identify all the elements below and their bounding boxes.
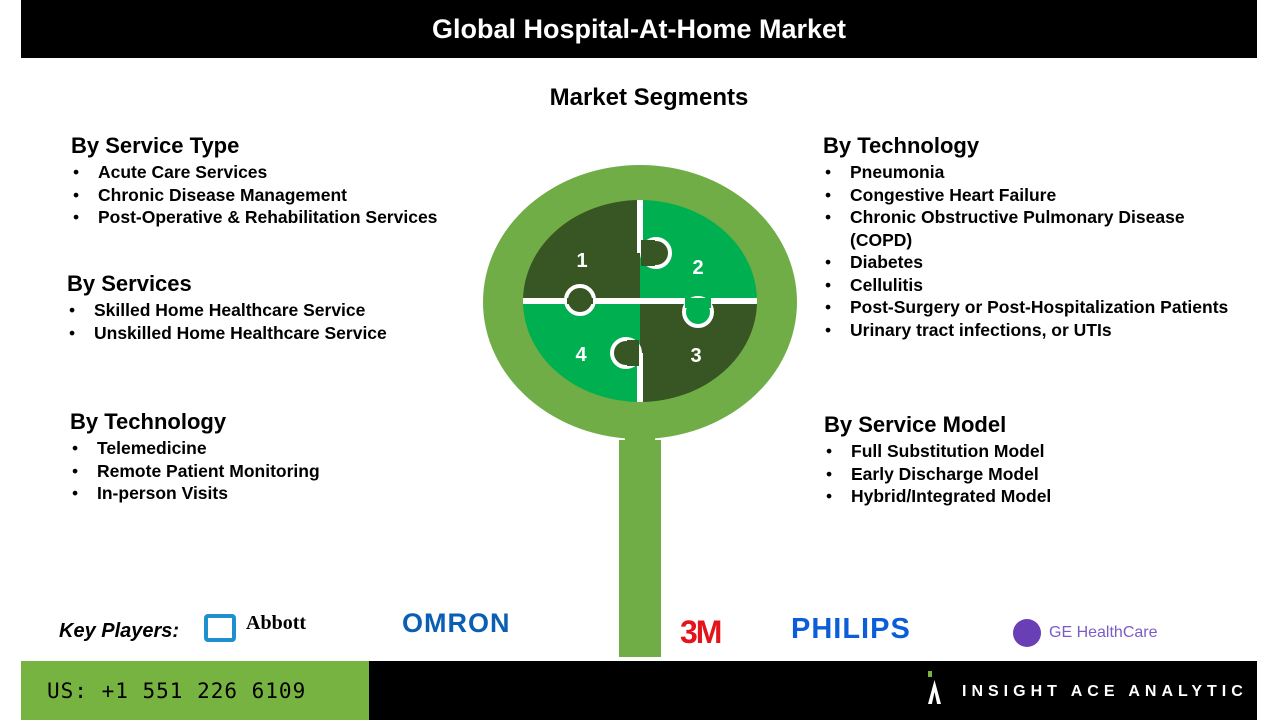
footer-brand-panel [369,661,1257,720]
subtitle: Market Segments [549,84,749,111]
list-item: In-person Visits [70,482,320,505]
magnifier-handle [619,440,661,657]
segment-service-type: By Service Type Acute Care ServicesChron… [71,133,437,229]
list-item: Diabetes [823,251,1263,274]
segment-heading: By Technology [70,409,227,434]
logo-3m: 3M [680,614,722,650]
logo-philips: PHILIPS [791,613,911,645]
list-item: Hybrid/Integrated Model [824,485,1051,508]
list-item: Remote Patient Monitoring [70,460,320,483]
list-item: Early Discharge Model [824,463,1051,486]
segment-technology-right: By Technology PneumoniaCongestive Heart … [823,133,1263,341]
list-item: Post-Operative & Rehabilitation Services [71,206,437,229]
segment-technology-left: By Technology TelemedicineRemote Patient… [70,409,320,505]
list-item: Acute Care Services [71,161,437,184]
list-item: Urinary tract infections, or UTIs [823,319,1263,342]
puzzle-label-1: 1 [576,250,587,272]
segment-service-model: By Service Model Full Substitution Model… [824,412,1051,508]
brand-logo-icon [928,671,932,677]
title-bar: Global Hospital-At-Home Market [21,0,1257,58]
segment-heading: By Service Model [824,412,1007,437]
list-item: Skilled Home Healthcare Service [67,299,387,322]
puzzle-label-2: 2 [692,257,703,279]
puzzle-label-4: 4 [575,344,587,366]
segment-services: By Services Skilled Home Healthcare Serv… [67,271,387,344]
segment-heading: By Service Type [71,133,240,158]
logo-ge-healthcare: GE HealthCare [1049,624,1158,641]
list-item: Unskilled Home Healthcare Service [67,322,387,345]
brand-name: INSIGHT ACE ANALYTIC [962,683,1248,700]
list-item: Chronic Disease Management [71,184,437,207]
list-item: Post-Surgery or Post-Hospitalization Pat… [823,296,1263,319]
list-item: Telemedicine [70,437,320,460]
footer-contact-panel [21,661,369,720]
list-item: Cellulitis [823,274,1263,297]
list-item: Congestive Heart Failure [823,184,1263,207]
puzzle-label-3: 3 [690,345,701,367]
phone-number: US: +1 551 226 6109 [47,679,307,703]
segment-heading: By Technology [823,133,980,158]
list-item: Full Substitution Model [824,440,1051,463]
key-players-label: Key Players: [59,620,180,642]
logo-abbott: Abbott [246,612,307,634]
abbott-logo-icon [204,614,236,642]
segment-heading: By Services [67,271,192,296]
list-item: Chronic Obstructive Pulmonary Disease (C… [823,206,1220,251]
list-item: Pneumonia [823,161,1263,184]
logo-omron: OMRON [402,608,511,638]
ge-logo-icon [1013,619,1041,647]
